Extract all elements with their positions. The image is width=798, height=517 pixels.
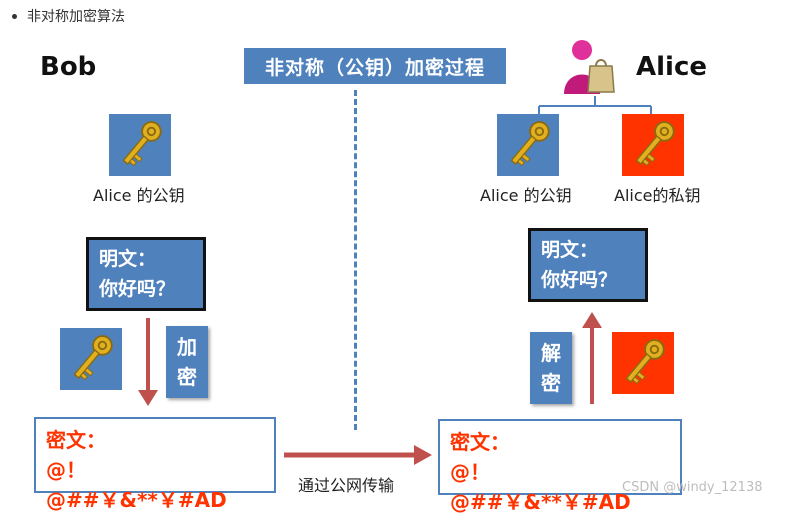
alice-private-key-label: Alice的私钥 xyxy=(614,186,701,205)
alice-public-key-label: Alice 的公钥 xyxy=(480,186,572,205)
person-shopping-icon xyxy=(564,40,615,94)
section-bullet: 非对称加密算法 xyxy=(12,6,125,26)
divider-line xyxy=(354,90,357,430)
alice-plaintext-box: 明文： 你好吗？ xyxy=(528,228,648,302)
encrypt-arrow-icon xyxy=(138,318,158,406)
alice-name: Alice xyxy=(636,52,707,82)
watermark: CSDN @windy_12138 xyxy=(622,480,763,495)
decrypt-tag: 解 密 xyxy=(530,332,572,404)
key-connector xyxy=(538,96,652,120)
bob-plaintext-box: 明文： 你好吗？ xyxy=(86,237,206,311)
alice-ciphertext-line1: 密文： xyxy=(450,430,510,454)
bob-ciphertext-box: 密文： @！@##￥&**￥#AD xyxy=(34,417,276,512)
bob-ciphertext-line1: 密文： xyxy=(46,428,106,452)
alice-private-key-icon xyxy=(622,114,684,176)
bob-public-key-icon xyxy=(109,114,171,176)
encrypt-tag-char2: 密 xyxy=(177,365,197,389)
decrypt-key-icon xyxy=(612,332,674,394)
encrypt-tag: 加 密 xyxy=(166,326,208,398)
transfer-label: 通过公网传输 xyxy=(298,476,395,495)
bob-plaintext-line1: 明文： xyxy=(99,248,157,270)
bob-plaintext-line2: 你好吗？ xyxy=(99,278,176,300)
diagram-title: 非对称（公钥）加密过程 xyxy=(244,48,506,84)
alice-plaintext-line2: 你好吗？ xyxy=(541,269,618,291)
alice-public-key-icon xyxy=(497,114,559,176)
bob-key-label: Alice 的公钥 xyxy=(93,186,185,205)
transfer-arrow-icon xyxy=(284,445,432,465)
bob-ciphertext-line2: @！@##￥&**￥#AD xyxy=(46,458,227,512)
bob-name: Bob xyxy=(40,52,97,82)
decrypt-tag-char1: 解 xyxy=(541,341,561,365)
bullet-text: 非对称加密算法 xyxy=(27,9,125,25)
encrypt-tag-char1: 加 xyxy=(177,335,197,359)
bullet-dot-icon xyxy=(12,13,17,19)
alice-plaintext-line1: 明文： xyxy=(541,239,599,261)
encrypt-key-icon xyxy=(60,328,122,390)
decrypt-arrow-icon xyxy=(582,312,602,404)
decrypt-tag-char2: 密 xyxy=(541,371,561,395)
